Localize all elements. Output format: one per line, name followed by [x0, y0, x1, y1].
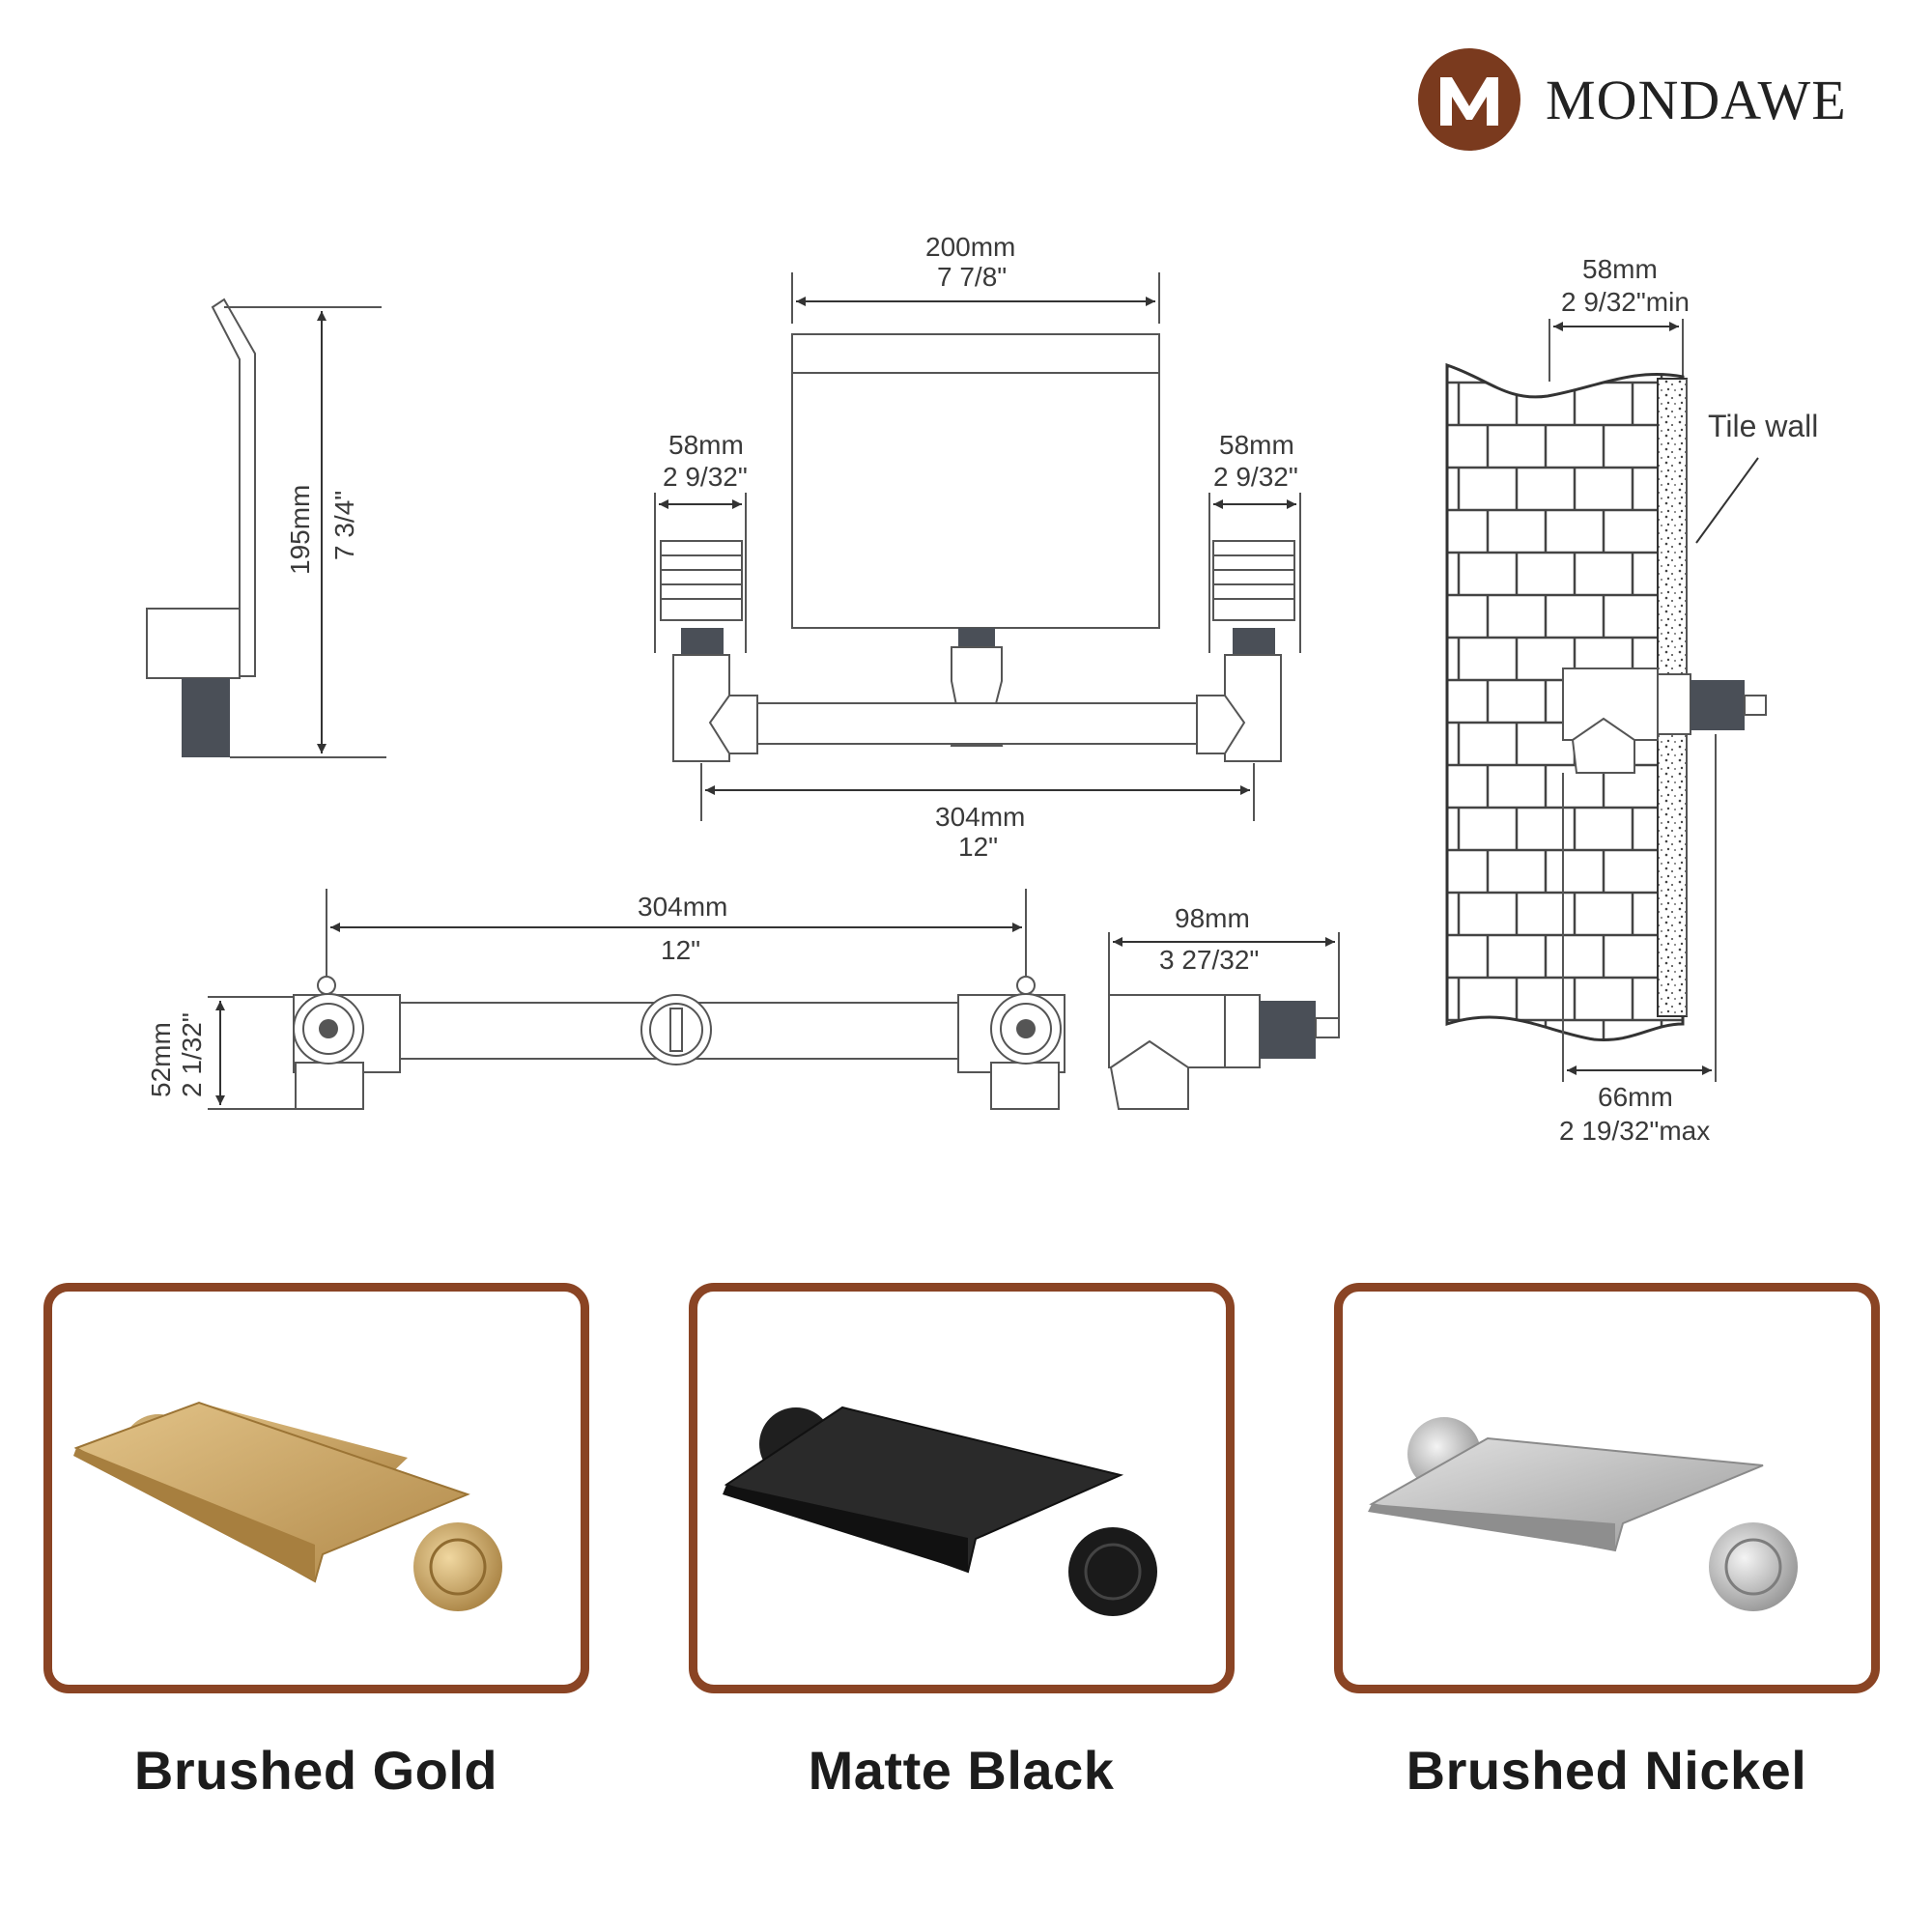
wall-min-mm: 58mm	[1582, 254, 1658, 284]
valve-spread-in: 12"	[958, 832, 998, 862]
tile-wall-label: Tile wall	[1708, 409, 1818, 443]
rough-height-in: 2 1/32"	[177, 1012, 207, 1097]
faucet-black-image	[723, 1406, 1157, 1616]
rough-depth-mm: 98mm	[1175, 903, 1250, 933]
spout-height-in: 7 3/4"	[329, 491, 359, 560]
finish-label-brushed-gold: Brushed Gold	[133, 1740, 498, 1801]
spout-width-in: 7 7/8"	[937, 262, 1007, 292]
finish-card-brushed-nickel[interactable]	[1334, 1283, 1880, 1693]
cold-handle-icon	[413, 1522, 502, 1611]
spout-height-mm: 195mm	[285, 485, 315, 575]
rough-in-top-view: 304mm 12" 52mm 2 1/32"	[146, 889, 1065, 1110]
rough-spread-in: 12"	[661, 935, 700, 965]
valve-spread-mm: 304mm	[935, 802, 1025, 832]
brand-name: MONDAWE	[1546, 69, 1847, 131]
wall-max-mm: 66mm	[1598, 1082, 1673, 1112]
rough-in-side-view: 98mm 3 27/32"	[1108, 903, 1340, 1110]
finish-card-matte-black[interactable]	[689, 1283, 1235, 1693]
faucet-gold-image	[73, 1401, 502, 1611]
wall-max-in: 2 19/32"max	[1559, 1116, 1710, 1146]
brand-logo	[1418, 48, 1520, 151]
cold-handle-icon	[1709, 1522, 1798, 1611]
handle-left-in: 2 9/32"	[663, 462, 748, 492]
cold-handle-icon	[1068, 1527, 1157, 1616]
handle-right-in: 2 9/32"	[1213, 462, 1298, 492]
wall-min-in: 2 9/32"min	[1561, 287, 1690, 317]
front-view: 200mm 7 7/8" 58mm 2 9/32" 58mm 2 9/	[654, 232, 1301, 862]
wall-installation-view: 58mm 2 9/32"min Tile wall 66mm 2 19/32"m…	[1445, 254, 1818, 1146]
rough-height-mm: 52mm	[146, 1022, 176, 1097]
rough-depth-in: 3 27/32"	[1159, 945, 1259, 975]
handle-right-mm: 58mm	[1219, 430, 1294, 460]
finish-label-brushed-nickel: Brushed Nickel	[1406, 1740, 1807, 1801]
rough-spread-mm: 304mm	[638, 892, 727, 922]
handle-left-mm: 58mm	[668, 430, 744, 460]
finish-card-brushed-gold[interactable]	[43, 1283, 589, 1693]
spout-width-mm: 200mm	[925, 232, 1015, 262]
spout-side-view: 195mm 7 3/4"	[146, 298, 386, 758]
finish-label-matte-black: Matte Black	[808, 1740, 1115, 1801]
faucet-nickel-image	[1368, 1417, 1798, 1611]
technical-drawing: 195mm 7 3/4" 200mm 7 7/8" 58mm 2 9/32"	[146, 232, 1818, 1146]
